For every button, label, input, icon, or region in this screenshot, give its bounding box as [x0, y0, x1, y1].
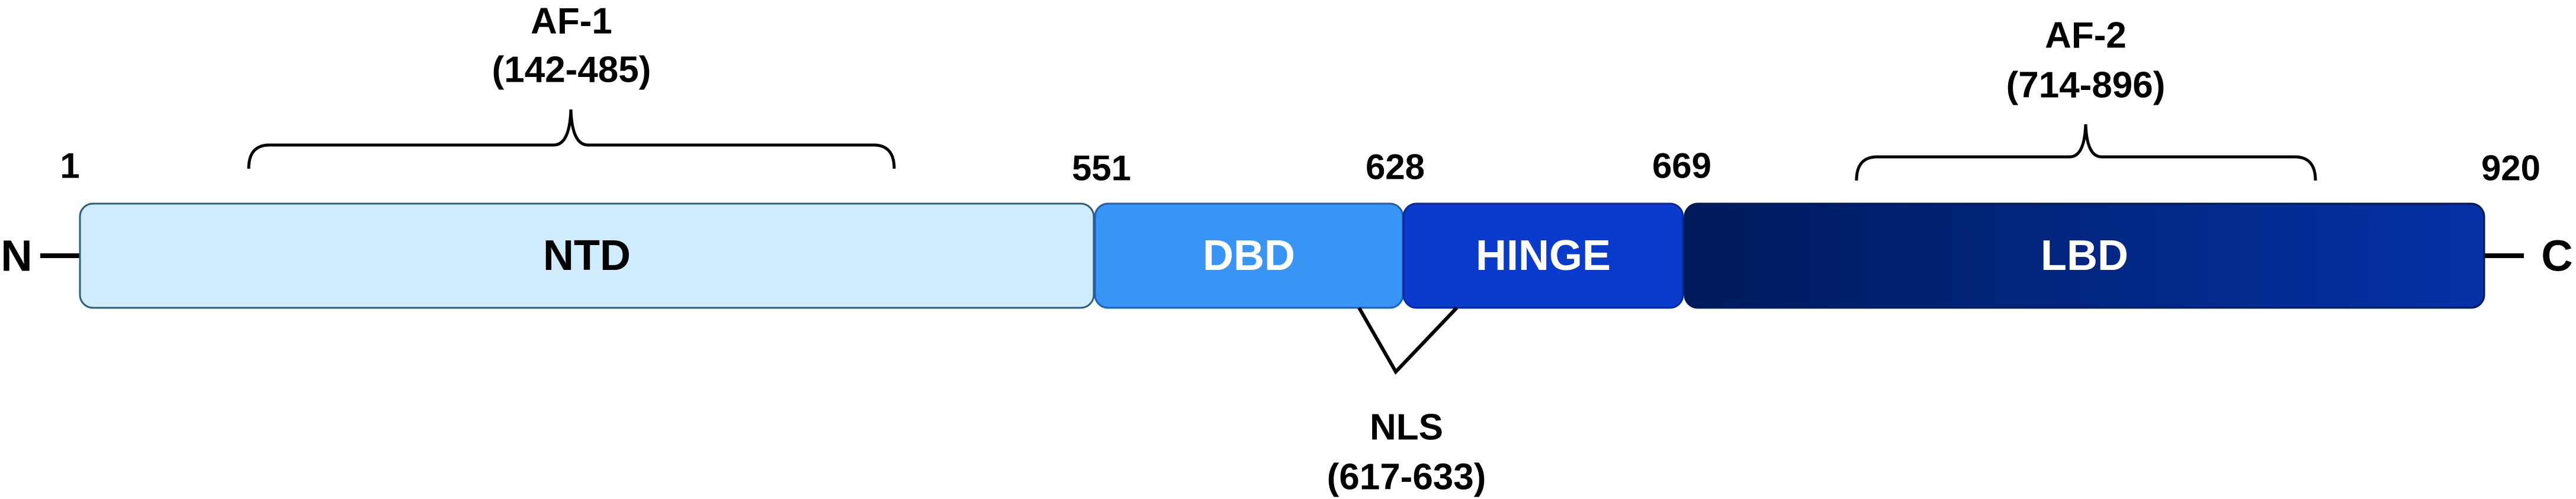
position-label-669: 669 — [1652, 146, 1711, 186]
position-label-1: 1 — [60, 146, 79, 186]
n-terminus-label: N — [1, 231, 32, 281]
ntd-domain-box — [79, 202, 1095, 309]
af2-range: (714-896) — [2006, 65, 2166, 106]
c-terminus-label: C — [2541, 231, 2572, 281]
lbd-domain-box — [1684, 202, 2485, 309]
position-label-551: 551 — [1072, 149, 1131, 188]
nls-wedge — [1357, 306, 1459, 375]
hinge-domain-box — [1402, 202, 1684, 309]
nls-range: (617-633) — [1327, 457, 1486, 498]
lbd-label: LBD — [2041, 232, 2128, 279]
af2-name: AF-2 — [2045, 15, 2127, 56]
dbd-label: DBD — [1203, 232, 1295, 279]
position-label-628: 628 — [1366, 147, 1425, 187]
af2-bracket — [1855, 124, 2317, 181]
nls-name: NLS — [1370, 407, 1443, 448]
af1-bracket — [247, 109, 896, 169]
position-label-920: 920 — [2481, 149, 2540, 188]
hinge-label: HINGE — [1476, 232, 1611, 279]
af1-range: (142-485) — [492, 50, 651, 91]
af1-name: AF-1 — [531, 1, 612, 42]
ntd-label: NTD — [543, 232, 631, 279]
